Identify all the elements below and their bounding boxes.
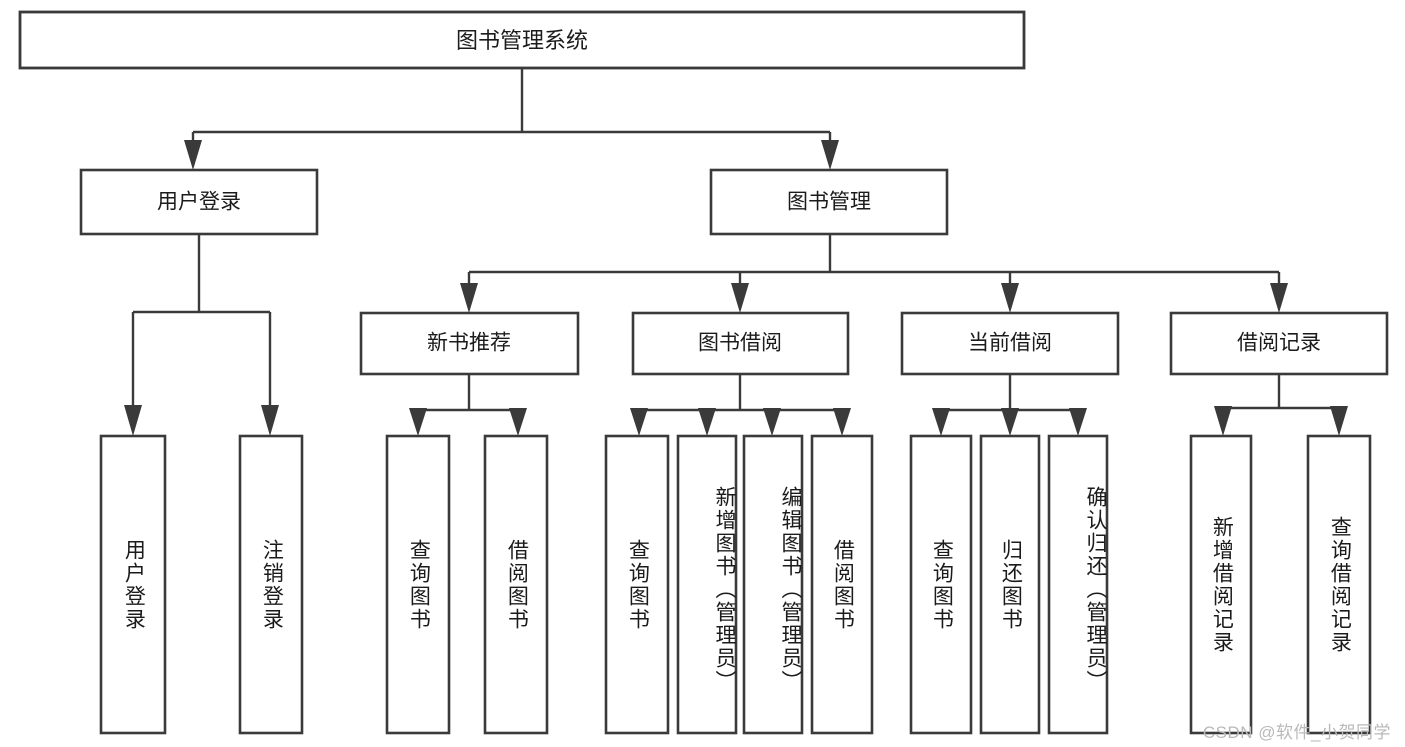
leaf-box-br-query-record[interactable] xyxy=(1306,434,1372,735)
leaf-box-bb-edit-book[interactable] xyxy=(742,434,804,735)
arrow-head-user-login xyxy=(184,140,202,170)
leaf-box-bb-query-book[interactable] xyxy=(604,434,670,735)
leaf-box-br-add-record[interactable] xyxy=(1189,434,1253,735)
arrow-head-nb-leaf-2 xyxy=(509,408,527,436)
node-book-manage[interactable]: 图书管理 xyxy=(709,168,949,236)
leaf-box-logout[interactable] xyxy=(238,434,304,735)
leaf-box-user-login[interactable] xyxy=(99,434,167,735)
node-current-borrow[interactable]: 当前借阅 xyxy=(900,311,1120,376)
node-user-login[interactable]: 用户登录 xyxy=(79,168,319,236)
node-new-book-recommend[interactable]: 新书推荐 xyxy=(359,311,580,376)
node-current-borrow-box[interactable] xyxy=(900,311,1120,376)
node-new-book-recommend-box[interactable] xyxy=(359,311,580,376)
arrow-head-bb-leaf-4 xyxy=(833,408,851,436)
node-book-manage-label: 图书管理 xyxy=(787,191,871,214)
node-book-borrow-label: 图书借阅 xyxy=(698,332,782,355)
arrow-head-br-leaf-2 xyxy=(1330,406,1348,436)
node-root-system-box[interactable] xyxy=(18,10,1026,70)
leaf-box-nb-borrow-book[interactable] xyxy=(483,434,549,735)
node-root-system-label: 图书管理系统 xyxy=(456,28,588,53)
node-book-borrow[interactable]: 图书借阅 xyxy=(631,311,850,376)
arrow-head-current-borrow xyxy=(1001,283,1019,313)
arrow-head-nb-leaf-1 xyxy=(409,408,427,436)
arrow-head-leaf-user-login xyxy=(124,405,142,436)
node-user-login-label: 用户登录 xyxy=(157,191,241,214)
arrow-head-cb-leaf-2 xyxy=(1001,408,1019,436)
connector-layer xyxy=(124,68,1348,436)
arrow-head-bb-leaf-2 xyxy=(698,408,716,436)
node-borrow-record-label: 借阅记录 xyxy=(1237,332,1321,355)
csdn-watermark: CSDN @软件_小贺同学 xyxy=(1202,723,1391,742)
node-borrow-record[interactable]: 借阅记录 xyxy=(1169,311,1389,376)
arrow-head-bb-leaf-1 xyxy=(630,408,648,436)
node-root-system[interactable]: 图书管理系统 xyxy=(18,10,1026,70)
node-borrow-record-box[interactable] xyxy=(1169,311,1389,376)
arrow-head-book-borrow xyxy=(731,283,749,313)
arrow-head-bb-leaf-3 xyxy=(763,408,781,436)
node-current-borrow-label: 当前借阅 xyxy=(968,332,1052,355)
leaf-box-cb-confirm-return[interactable] xyxy=(1047,434,1109,735)
arrow-head-borrow-record xyxy=(1270,283,1288,313)
leaf-box-bb-borrow-book[interactable] xyxy=(810,434,874,735)
arrow-head-book-manage xyxy=(821,140,839,170)
node-book-manage-box[interactable] xyxy=(709,168,949,236)
arrow-head-cb-leaf-1 xyxy=(932,408,950,436)
node-user-login-box[interactable] xyxy=(79,168,319,236)
arrow-head-leaf-logout xyxy=(261,405,279,436)
leaf-box-bb-add-book[interactable] xyxy=(676,434,738,735)
leaf-box-cb-return-book[interactable] xyxy=(979,434,1041,735)
node-book-borrow-box[interactable] xyxy=(631,311,850,376)
arrow-head-br-leaf-1 xyxy=(1214,406,1232,436)
leaf-box-nb-query-book[interactable] xyxy=(385,434,451,735)
arrow-head-cb-leaf-3 xyxy=(1069,408,1087,436)
leaf-box-cb-query-book[interactable] xyxy=(909,434,973,735)
arrow-head-new-book xyxy=(460,283,478,313)
node-new-book-recommend-label: 新书推荐 xyxy=(427,332,511,355)
